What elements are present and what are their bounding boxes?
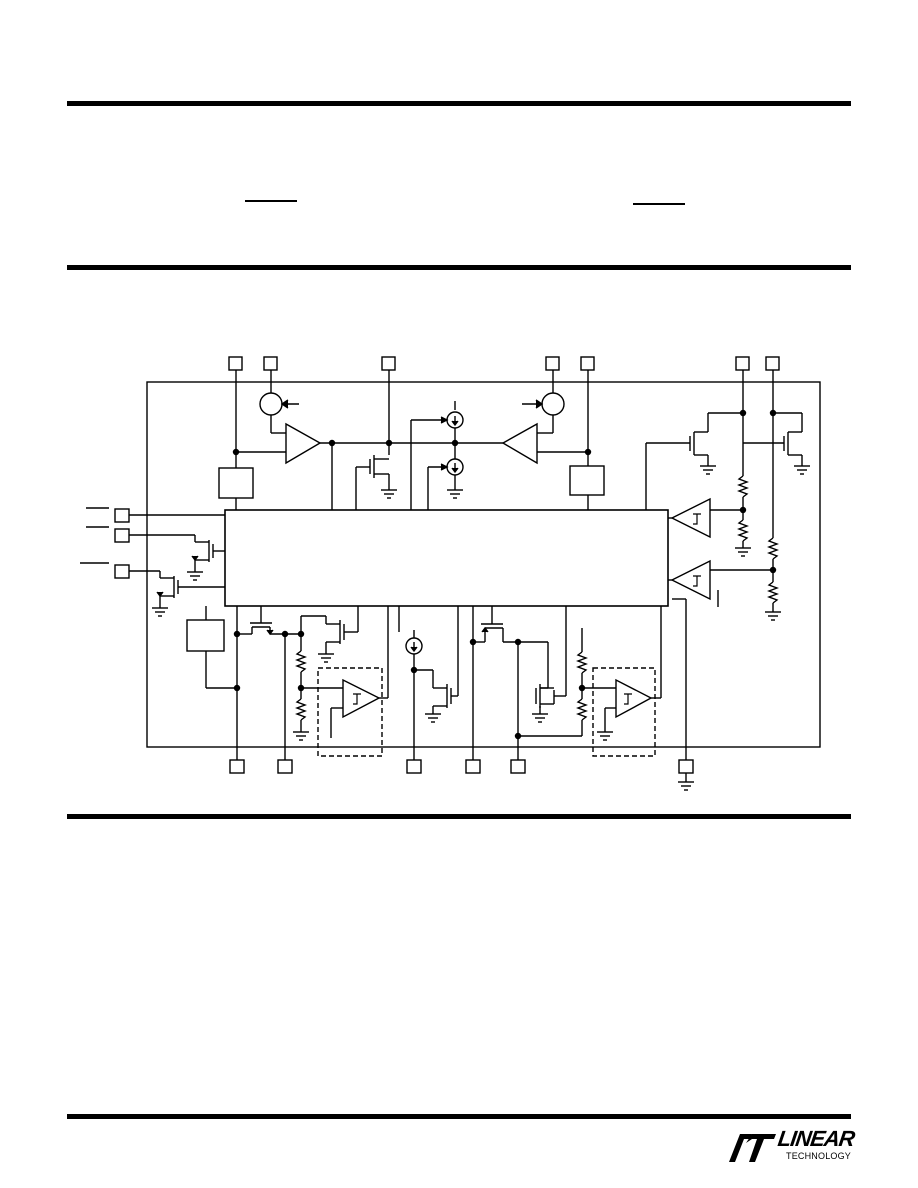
pin-top-3 xyxy=(381,356,396,371)
ground-icon-14 xyxy=(678,781,694,791)
pin-top-7 xyxy=(765,356,780,371)
amplifier-left xyxy=(285,422,322,465)
ground-icon-3 xyxy=(700,465,716,475)
comparator-right-lower xyxy=(670,559,711,601)
comparator-hysteresis-icon xyxy=(693,513,701,525)
pin-bottom-2 xyxy=(277,759,293,774)
footer-rule xyxy=(67,1114,851,1119)
logo-icon xyxy=(729,1134,776,1162)
pin-left-1 xyxy=(114,508,130,523)
pin-bottom-6 xyxy=(678,759,694,774)
ground-icon-10 xyxy=(318,653,334,663)
resistor-r8 xyxy=(576,698,588,721)
ground-icon-11 xyxy=(425,713,441,723)
buffer-block-right xyxy=(569,465,605,496)
comparator-right-upper xyxy=(670,497,711,539)
overbar-left xyxy=(245,200,297,202)
brand-name: LINEAR xyxy=(776,1126,856,1151)
ground-icon-12 xyxy=(532,713,548,723)
brand-logo: LINEAR TECHNOLOGY xyxy=(726,1126,856,1164)
summing-node-right xyxy=(541,392,565,416)
control-logic-block xyxy=(224,509,669,607)
summing-node-left xyxy=(259,392,283,416)
ground-icon-8 xyxy=(152,607,168,617)
resistor-r3 xyxy=(767,537,779,560)
regulator-block xyxy=(186,619,225,652)
amplifier-right xyxy=(501,422,538,465)
ground-icon-9 xyxy=(293,731,309,741)
section-rule-3 xyxy=(67,814,851,819)
ground-icon-7 xyxy=(187,571,203,581)
ground-icon-5 xyxy=(735,547,751,557)
buffer-block-left xyxy=(218,467,254,499)
comparator-box-right xyxy=(592,667,656,757)
comparator-box-left xyxy=(317,667,383,757)
pin-left-3 xyxy=(114,564,130,579)
ground-icon-6 xyxy=(765,611,781,621)
pin-bottom-3 xyxy=(406,759,422,774)
pin-top-4 xyxy=(545,356,560,371)
pin-bottom-4 xyxy=(465,759,481,774)
resistor-r6 xyxy=(295,698,307,721)
ground-icon-4 xyxy=(794,465,810,475)
ground-icon-13 xyxy=(597,731,613,741)
comparator-right-bottom xyxy=(615,678,653,719)
pin-top-2 xyxy=(263,356,278,371)
top-rule xyxy=(67,101,851,106)
pin-top-1 xyxy=(228,356,243,371)
pin-top-5 xyxy=(580,356,595,371)
section-rule-2 xyxy=(67,265,851,270)
pin-bottom-1 xyxy=(229,759,245,774)
brand-tagline: TECHNOLOGY xyxy=(786,1151,852,1161)
comparator-left xyxy=(342,678,381,719)
device-outline xyxy=(146,381,821,748)
ground-icon-1 xyxy=(381,489,397,499)
pin-bottom-5 xyxy=(510,759,526,774)
pin-left-2 xyxy=(114,528,130,543)
ground-icon-2 xyxy=(447,489,463,499)
pin-top-6 xyxy=(735,356,750,371)
resistor-r1 xyxy=(737,475,749,498)
overbar-right xyxy=(633,203,685,205)
resistor-r2 xyxy=(737,519,749,542)
resistor-r4 xyxy=(767,581,779,604)
resistor-r5 xyxy=(295,650,307,673)
resistor-r7 xyxy=(576,651,588,674)
